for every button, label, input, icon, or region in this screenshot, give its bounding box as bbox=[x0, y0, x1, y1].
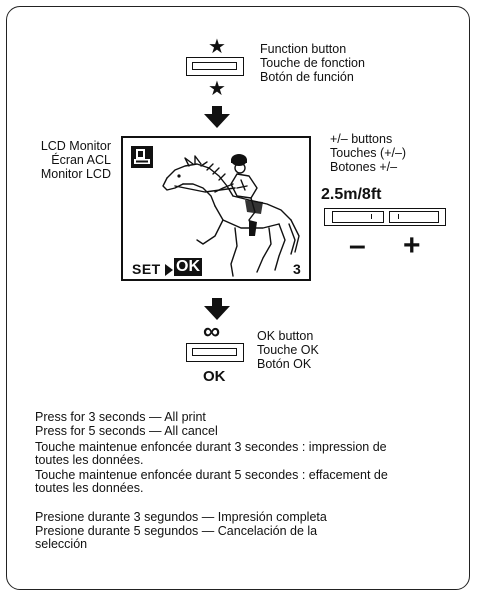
distance-readout: 2.5m/8ft bbox=[321, 186, 381, 204]
star-icon: ★ bbox=[205, 37, 229, 57]
minus-button[interactable] bbox=[332, 211, 384, 223]
instruction-en-2: Press for 5 seconds — All cancel bbox=[35, 425, 218, 438]
diagram-frame bbox=[6, 6, 470, 590]
plus-button[interactable] bbox=[389, 211, 439, 223]
instruction-es-2: Presione durante 5 segundos — Cancelació… bbox=[35, 525, 365, 551]
instruction-fr-1: Touche maintenue enfoncée durant 3 secon… bbox=[35, 441, 415, 467]
function-button-label-fr: Touche de fonction bbox=[260, 57, 365, 70]
ok-button-caption: OK bbox=[203, 368, 226, 385]
minus-sign: – bbox=[349, 232, 366, 260]
print-count: 3 bbox=[293, 261, 301, 277]
lcd-label-fr: Écran ACL bbox=[23, 154, 111, 167]
plus-minus-label-fr: Touches (+/–) bbox=[330, 147, 406, 160]
function-button-label-es: Botón de función bbox=[260, 71, 354, 84]
ok-button-label-fr: Touche OK bbox=[257, 344, 319, 357]
instruction-en-1: Press for 3 seconds — All print bbox=[35, 411, 206, 424]
plus-sign: + bbox=[403, 232, 421, 260]
minus-button-mark bbox=[371, 214, 372, 219]
function-button-label-en: Function button bbox=[260, 43, 346, 56]
lcd-label-es: Monitor LCD bbox=[23, 168, 111, 181]
plus-minus-label-en: +/– buttons bbox=[330, 133, 392, 146]
instruction-fr-2: Touche maintenue enfoncée durant 5 secon… bbox=[35, 469, 415, 495]
ok-button[interactable] bbox=[186, 343, 244, 362]
ok-button-label-en: OK button bbox=[257, 330, 313, 343]
lcd-monitor: SET OK 3 bbox=[121, 136, 311, 281]
function-button[interactable] bbox=[186, 57, 244, 76]
horse-and-jockey-photo bbox=[145, 140, 305, 280]
plus-minus-label-es: Botones +/– bbox=[330, 161, 397, 174]
lcd-ok-label: OK bbox=[174, 258, 202, 276]
ok-button-face bbox=[192, 348, 237, 356]
ok-button-label-es: Botón OK bbox=[257, 358, 311, 371]
star-icon: ★ bbox=[205, 79, 229, 99]
arrow-down-icon bbox=[204, 106, 230, 130]
infinity-icon: ∞ bbox=[203, 320, 220, 344]
arrow-right-icon bbox=[165, 264, 173, 276]
lcd-label-en: LCD Monitor bbox=[23, 140, 111, 153]
function-button-face bbox=[192, 62, 237, 70]
instruction-es-1: Presione durante 3 segundos — Impresión … bbox=[35, 511, 327, 524]
plus-button-mark bbox=[398, 214, 399, 219]
set-label: SET bbox=[132, 261, 161, 277]
